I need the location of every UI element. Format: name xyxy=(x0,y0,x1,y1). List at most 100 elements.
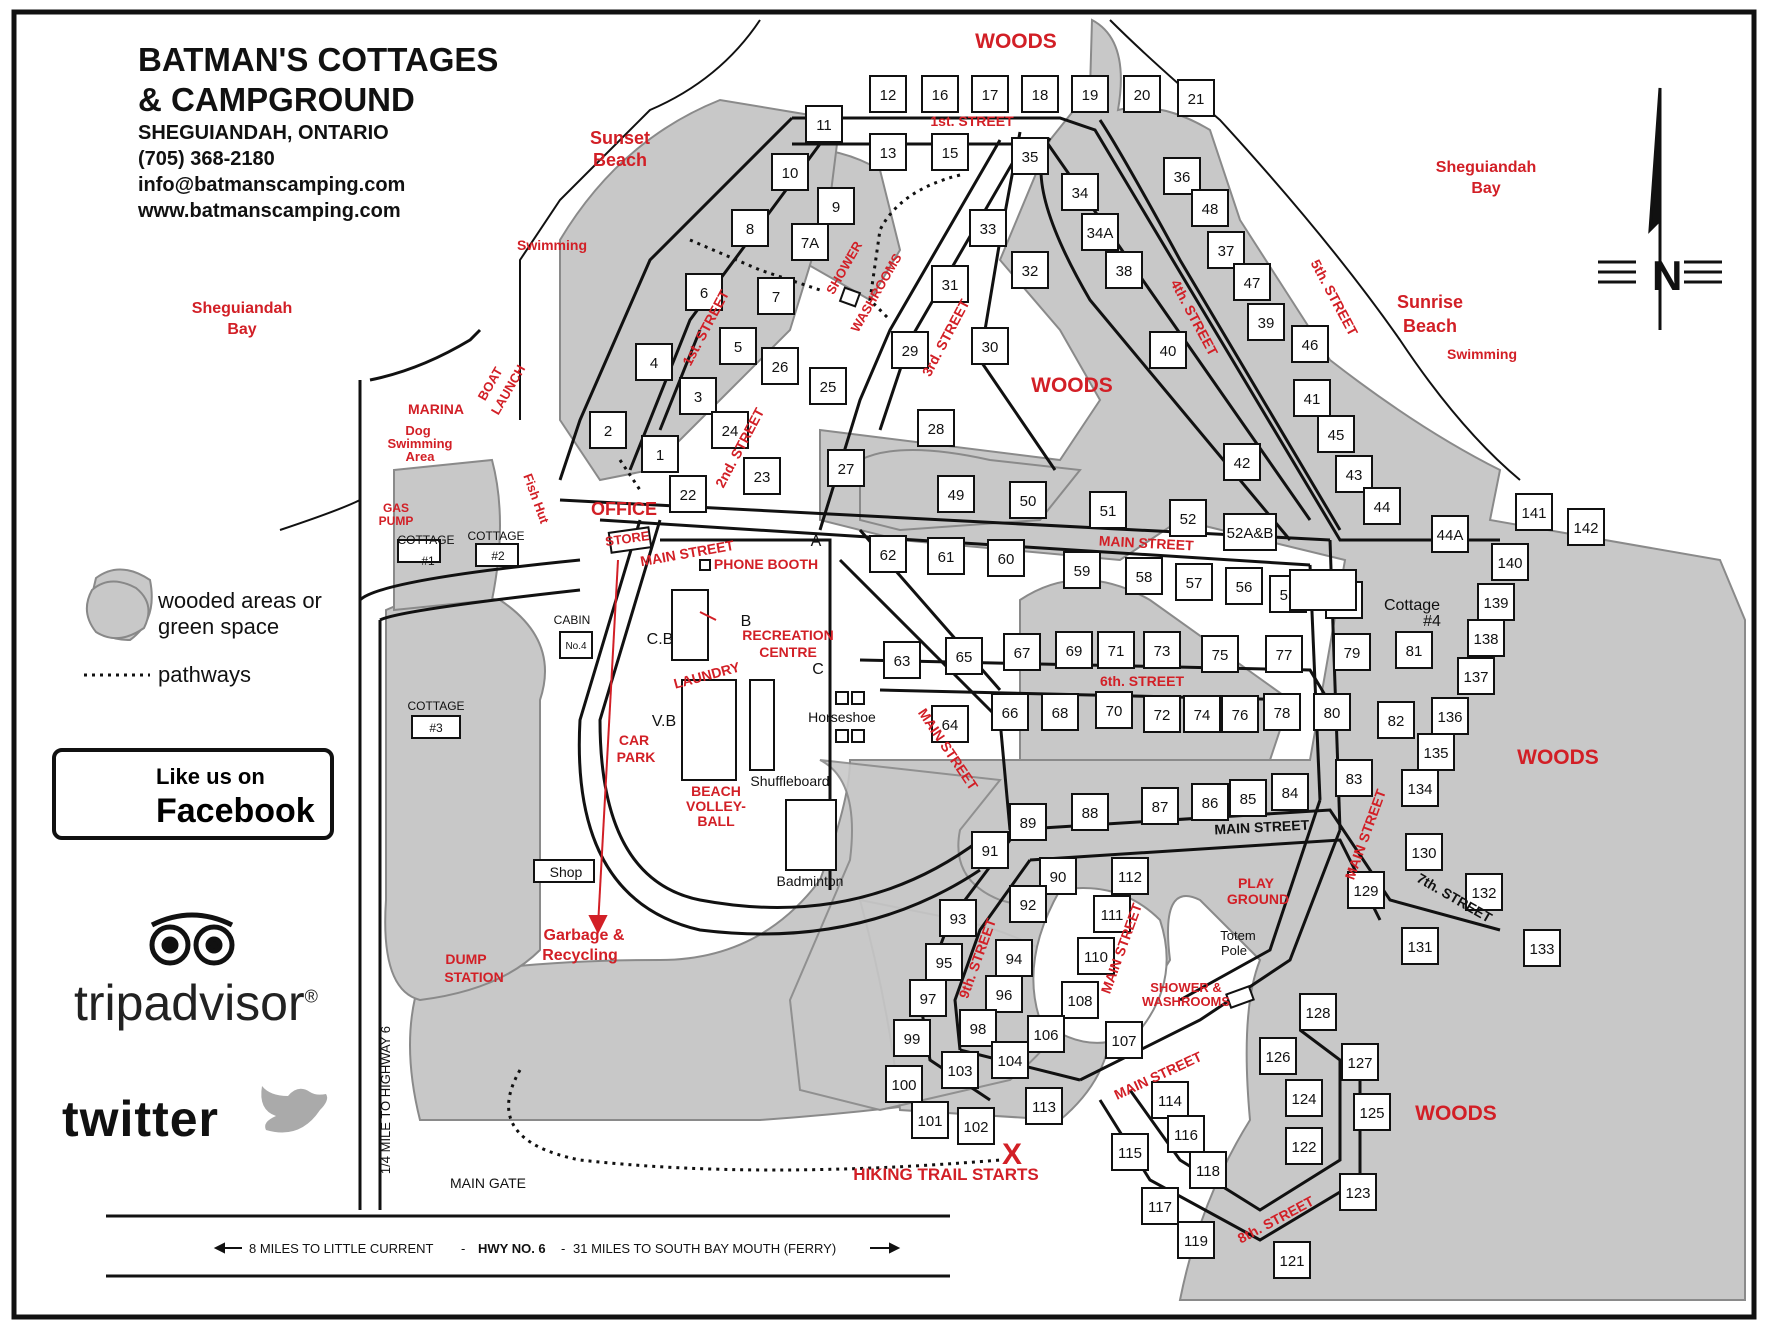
legend-pathways-label: pathways xyxy=(158,662,251,687)
campsite-91: 91 xyxy=(971,831,1009,869)
campsite-7: 7 xyxy=(757,277,795,315)
campsite-78: 78 xyxy=(1263,693,1301,731)
campsite-134: 134 xyxy=(1401,769,1439,807)
campsite-box xyxy=(1457,657,1495,695)
campsite-box xyxy=(1259,1037,1297,1075)
campsite-number: 141 xyxy=(1521,505,1546,522)
campsite-118: 118 xyxy=(1189,1151,1227,1189)
campsite-box xyxy=(711,411,749,449)
campsite-box xyxy=(1105,251,1143,289)
email-link[interactable]: info@batmanscamping.com xyxy=(138,174,406,196)
cabin-number: No.4 xyxy=(565,641,587,652)
campsite-box xyxy=(1071,75,1109,113)
campsite-115: 115 xyxy=(1111,1133,1149,1171)
campsite-number: 23 xyxy=(754,469,771,486)
campsite-box xyxy=(1191,783,1229,821)
campsite-box xyxy=(757,277,795,315)
campsite-13: 13 xyxy=(869,133,907,171)
facebook-button[interactable]: Like us on Facebook xyxy=(52,748,334,840)
campsite-62: 62 xyxy=(869,535,907,573)
horseshoe-label: Horseshoe xyxy=(808,709,876,725)
hwy-right-label: 31 MILES TO SOUTH BAY MOUTH (FERRY) xyxy=(573,1241,836,1256)
campsite-67: 67 xyxy=(1003,633,1041,671)
campsite-number: 116 xyxy=(1174,1127,1198,1144)
cottage-label-1: COTTAGE xyxy=(397,533,454,547)
play-ground-label-2: GROUND xyxy=(1227,891,1289,907)
campsite-box xyxy=(869,133,907,171)
campsite-77: 77 xyxy=(1265,635,1303,673)
campsite-box xyxy=(1077,937,1115,975)
north-label: N xyxy=(1652,252,1682,299)
campsite-141: 141 xyxy=(1515,493,1553,531)
campsite-box xyxy=(1567,508,1605,546)
campsite-box xyxy=(635,343,673,381)
campsite-98: 98 xyxy=(959,1009,997,1047)
campsite-box xyxy=(1021,75,1059,113)
campsite-137: 137 xyxy=(1457,657,1495,695)
campsite-138: 138 xyxy=(1467,619,1505,657)
campsite-number: 87 xyxy=(1152,799,1169,816)
campsite-number: 96 xyxy=(996,987,1013,1004)
campsite-box xyxy=(1515,493,1553,531)
campsite-box xyxy=(869,75,907,113)
cottage-4-number: #4 xyxy=(1423,613,1441,630)
campsite-number: 11 xyxy=(816,117,832,134)
campsite-number: 126 xyxy=(1265,1049,1290,1066)
shower-washrooms-label-2: WASHROOMS xyxy=(1142,994,1230,1009)
campsite-number: 122 xyxy=(1291,1139,1316,1156)
campsite-number: 33 xyxy=(980,221,997,238)
campsite-number: 61 xyxy=(938,549,955,566)
hwy-left-label: 8 MILES TO LITTLE CURRENT xyxy=(249,1241,434,1256)
campsite-box xyxy=(921,75,959,113)
campsite-52A&B: 52A&B xyxy=(1223,513,1277,551)
campsite-number: 34 xyxy=(1072,185,1089,202)
website-link[interactable]: www.batmanscamping.com xyxy=(138,200,401,222)
shower-washrooms-building xyxy=(1225,985,1255,1009)
twitter-logo[interactable]: twitter xyxy=(62,1091,219,1147)
campsite-box xyxy=(869,535,907,573)
campsite-box xyxy=(1089,491,1127,529)
campsite-box xyxy=(1291,325,1329,363)
campsite-116: 116 xyxy=(1167,1115,1205,1153)
location-line: SHEGUIANDAH, ONTARIO xyxy=(138,122,389,144)
marina-label: MARINA xyxy=(408,401,464,417)
campsite-number: 20 xyxy=(1134,87,1151,104)
shop-building xyxy=(533,859,595,883)
campsite-number: 47 xyxy=(1244,275,1261,292)
campsite-number: 108 xyxy=(1067,993,1092,1010)
campsite-box xyxy=(931,133,969,171)
campsite-number: 99 xyxy=(904,1031,921,1048)
phone-line: (705) 368-2180 xyxy=(138,148,275,170)
campsite-44: 44 xyxy=(1363,487,1401,525)
campsite-49: 49 xyxy=(937,475,975,513)
campsite-16: 16 xyxy=(921,75,959,113)
campsite-42: 42 xyxy=(1223,443,1261,481)
campsite-box xyxy=(991,693,1029,731)
campsite-2: 2 xyxy=(589,411,627,449)
campsite-number: 64 xyxy=(942,717,959,734)
tripadvisor-owl-icon xyxy=(149,912,235,966)
campsite-number: 46 xyxy=(1302,337,1319,354)
facility-shapes xyxy=(397,286,1357,1009)
campsite-26: 26 xyxy=(761,347,799,385)
campsite-box xyxy=(1363,487,1401,525)
campsite-48: 48 xyxy=(1191,189,1229,227)
campsite-number: 1 xyxy=(656,447,664,464)
campsite-number: 118 xyxy=(1196,1163,1220,1180)
campsite-39: 39 xyxy=(1247,303,1285,341)
campsite-number: 142 xyxy=(1573,520,1598,537)
facebook-line-1: Like us on xyxy=(156,764,265,789)
campsite-box xyxy=(1465,873,1503,911)
campsite-number: 98 xyxy=(970,1021,987,1038)
campsite-number: 139 xyxy=(1483,595,1508,612)
dump-station-label-2: STATION xyxy=(444,969,503,985)
campsite-number: 78 xyxy=(1274,705,1291,722)
campsite-107: 107 xyxy=(1105,1021,1143,1059)
campsite-117: 117 xyxy=(1141,1187,1179,1225)
campsite-number: 26 xyxy=(772,359,789,376)
campsite-box xyxy=(1027,1015,1065,1053)
campsite-110: 110 xyxy=(1077,937,1115,975)
campsite-box xyxy=(1247,303,1285,341)
tripadvisor-logo[interactable]: tripadvisor® xyxy=(74,974,318,1032)
campsite-number: 52A&B xyxy=(1227,525,1274,542)
